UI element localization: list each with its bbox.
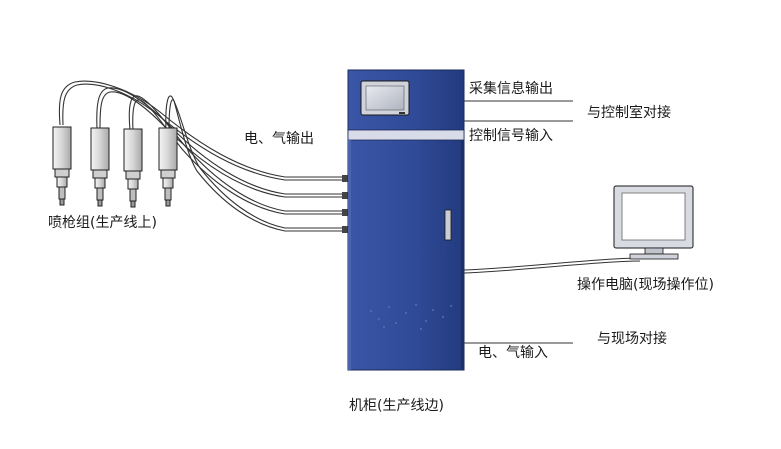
spray-gun-icon — [52, 126, 178, 208]
label-cabinet: 机柜(生产线边) — [349, 398, 444, 414]
label-control-signal-input: 控制信号输入 — [469, 128, 553, 144]
label-control-room-link: 与控制室对接 — [587, 105, 671, 121]
hose-4 — [165, 95, 344, 229]
hose-connectors — [342, 175, 348, 233]
label-elec-gas-output: 电、气输出 — [244, 131, 314, 147]
label-operator-pc: 操作电脑(现场操作位) — [577, 277, 714, 293]
label-elec-gas-input: 电、气输入 — [478, 345, 548, 361]
label-spray-guns: 喷枪组(生产线上) — [48, 215, 157, 231]
connector-lines — [463, 100, 641, 344]
hose-1 — [58, 80, 344, 178]
hose-2 — [96, 87, 344, 195]
label-collect-info-output: 采集信息输出 — [469, 81, 553, 97]
cabinet-handle — [444, 209, 452, 241]
cabinet — [347, 69, 465, 371]
monitor-icon — [613, 185, 694, 260]
label-site-link: 与现场对接 — [597, 331, 667, 347]
